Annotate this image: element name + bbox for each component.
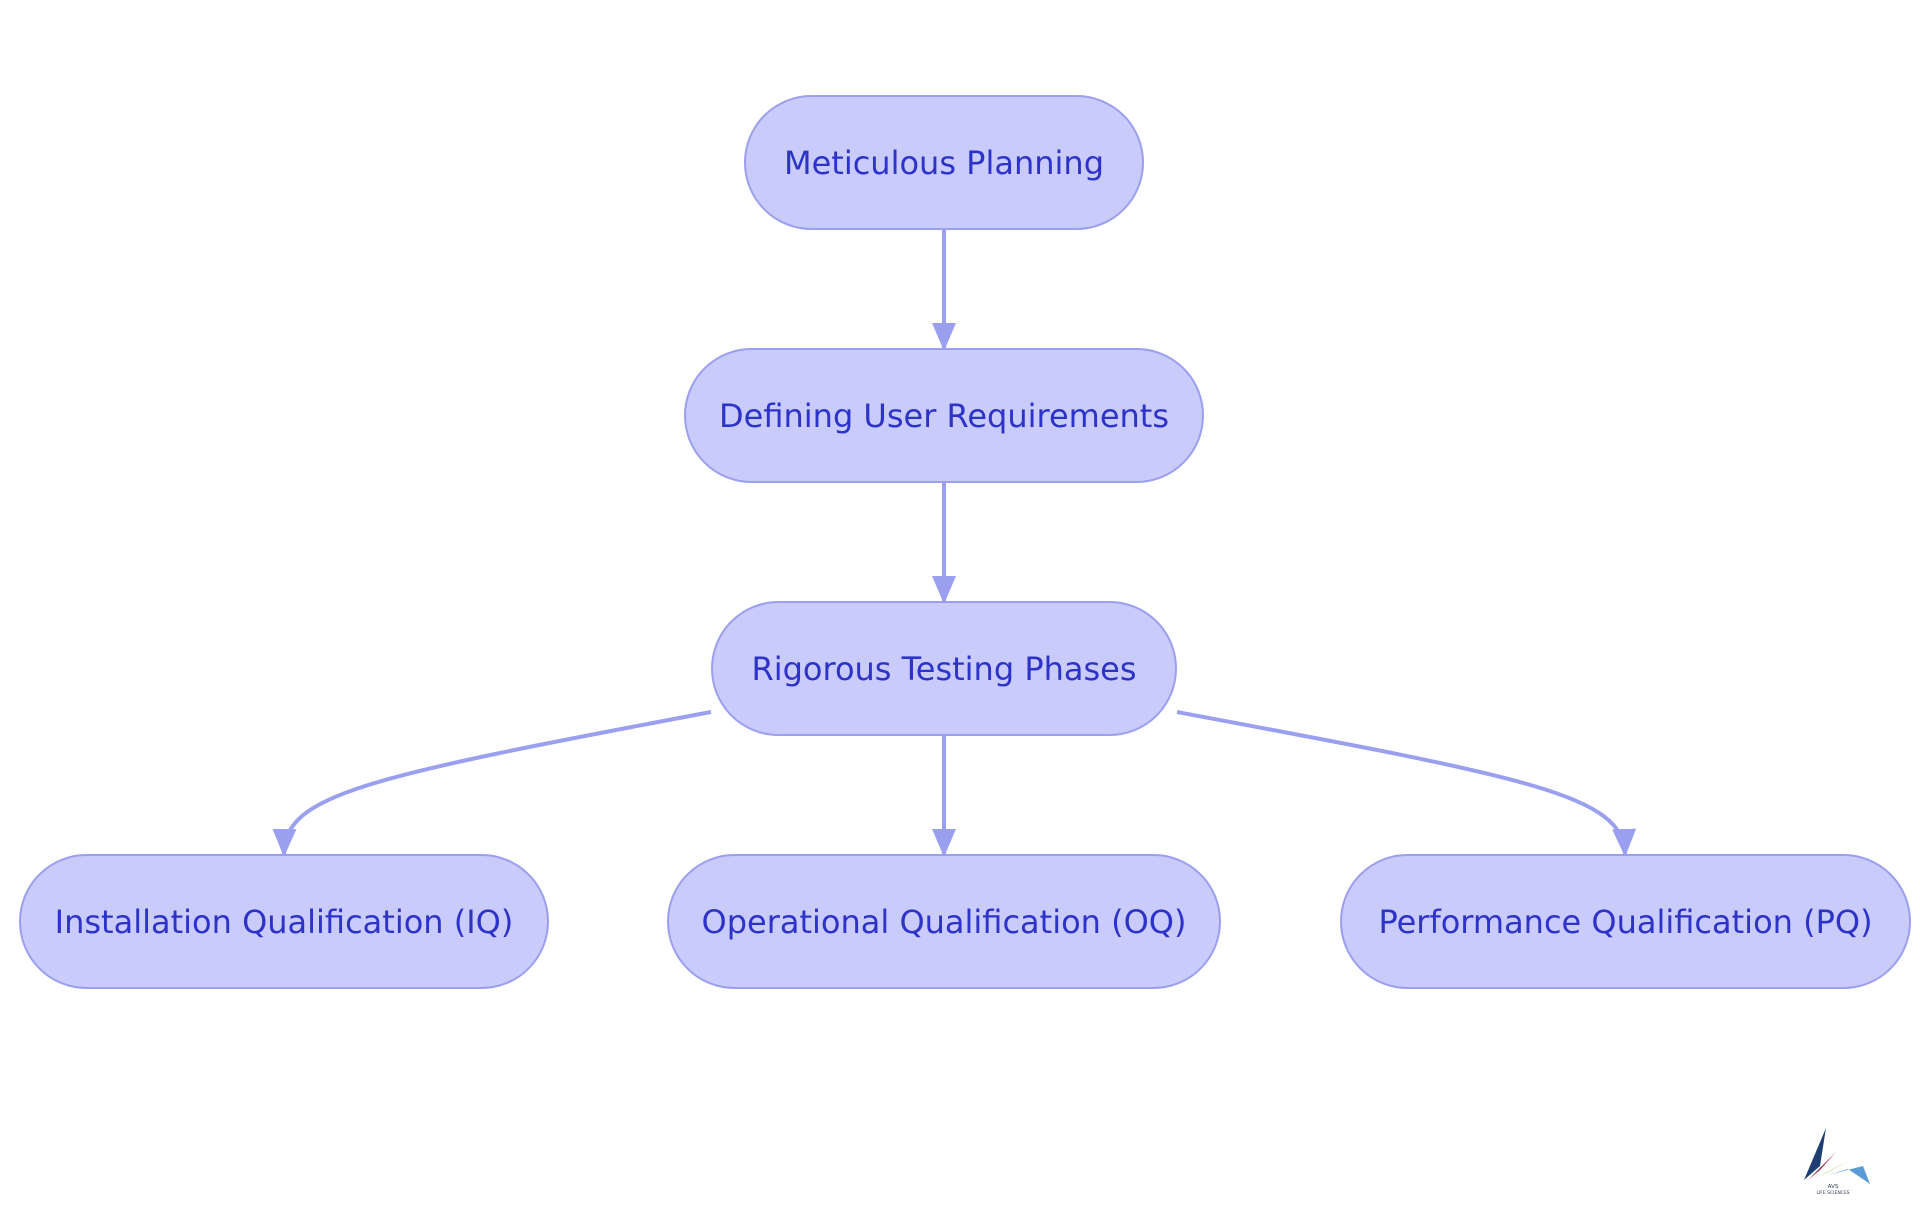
logo-text-avs: AVS [1828, 1184, 1839, 1190]
node-installation-qualification: Installation Qualification (IQ) [19, 854, 549, 989]
node-label: Performance Qualification (PQ) [1378, 902, 1873, 941]
logo-text-life-sciences: LIFE SCIENCES [1816, 1190, 1849, 1196]
node-label: Meticulous Planning [783, 143, 1105, 182]
edge-testing-to-iq [272, 710, 712, 857]
node-performance-qualification: Performance Qualification (PQ) [1340, 854, 1911, 989]
node-operational-qualification: Operational Qualification (OQ) [667, 854, 1221, 989]
node-label: Defining User Requirements [719, 396, 1169, 435]
node-defining-user-requirements: Defining User Requirements [684, 348, 1204, 483]
node-meticulous-planning: Meticulous Planning [744, 95, 1144, 230]
avs-life-sciences-logo: AVS LIFE SCIENCES [1804, 1128, 1870, 1196]
node-label: Installation Qualification (IQ) [54, 902, 514, 941]
edge-testing-to-pq [1176, 710, 1637, 857]
node-label: Operational Qualification (OQ) [701, 902, 1187, 941]
node-label: Rigorous Testing Phases [751, 649, 1137, 688]
node-rigorous-testing-phases: Rigorous Testing Phases [711, 601, 1177, 736]
